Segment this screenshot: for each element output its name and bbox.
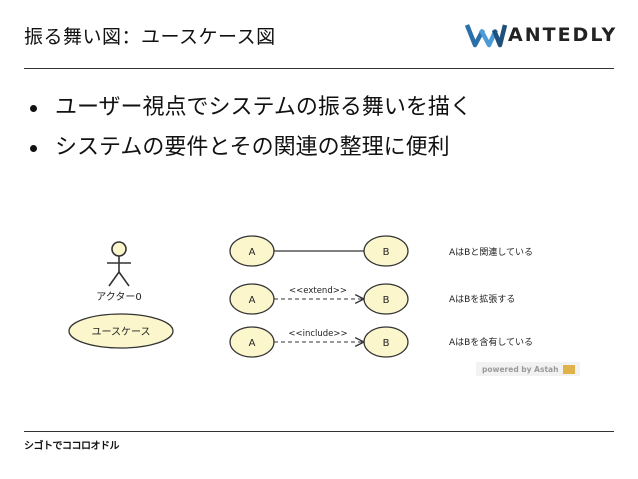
usecase-a-2: [229, 283, 275, 315]
powered-by-text: powered by Astah: [482, 365, 558, 374]
usecase-b-3: [363, 326, 409, 358]
usecase-label: ユースケース: [92, 326, 151, 338]
actor-label: アクター0: [96, 291, 141, 303]
bullet-text: システムの要件とその関連の整理に便利: [55, 135, 450, 160]
slide-title: 振る舞い図：ユースケース図: [24, 26, 276, 48]
usecase-b-2-label: B: [383, 295, 390, 306]
bullet-list: ユーザー視点でシステムの振る舞いを描く システムの要件とその関連の整理に便利: [30, 88, 472, 168]
row-1-description: AはBと関連している: [449, 246, 533, 258]
wantedly-w-mark-icon: [465, 24, 507, 48]
include-stereotype: <<include>>: [288, 329, 347, 339]
usecase-a-1: [229, 235, 275, 267]
bullet-text: ユーザー視点でシステムの振る舞いを描く: [55, 95, 472, 120]
astah-logo-icon: [563, 365, 575, 374]
bullet-dot-icon: [30, 104, 37, 112]
row-2-description: AはBを拡張する: [449, 293, 515, 305]
usecase-a-2-label: A: [249, 295, 256, 306]
footer-divider: [24, 431, 614, 432]
footer-tagline: シゴトでココロオドル: [24, 441, 120, 452]
usecase-b-3-label: B: [383, 338, 390, 349]
wantedly-wordmark: ANTEDLY: [508, 24, 618, 46]
extend-stereotype: <<extend>>: [289, 286, 347, 296]
usecase-b-1: [363, 235, 409, 267]
powered-by-background: [476, 362, 580, 376]
usecase-a-3-label: A: [249, 338, 256, 349]
row-3-description: AはBを含有している: [449, 336, 533, 348]
actor-head: [111, 241, 127, 257]
usecase-ellipse: [68, 313, 174, 349]
usecase-a-3: [229, 326, 275, 358]
usecase-b-1-label: B: [383, 247, 390, 258]
bullet-dot-icon: [30, 144, 37, 152]
bullet-item: システムの要件とその関連の整理に便利: [30, 128, 472, 168]
usecase-a-1-label: A: [249, 247, 256, 258]
wantedly-logo: ANTEDLY: [465, 22, 617, 48]
bullet-item: ユーザー視点でシステムの振る舞いを描く: [30, 88, 472, 128]
actor-figure: [107, 241, 131, 287]
usecase-b-2: [363, 283, 409, 315]
title-divider: [24, 68, 614, 69]
